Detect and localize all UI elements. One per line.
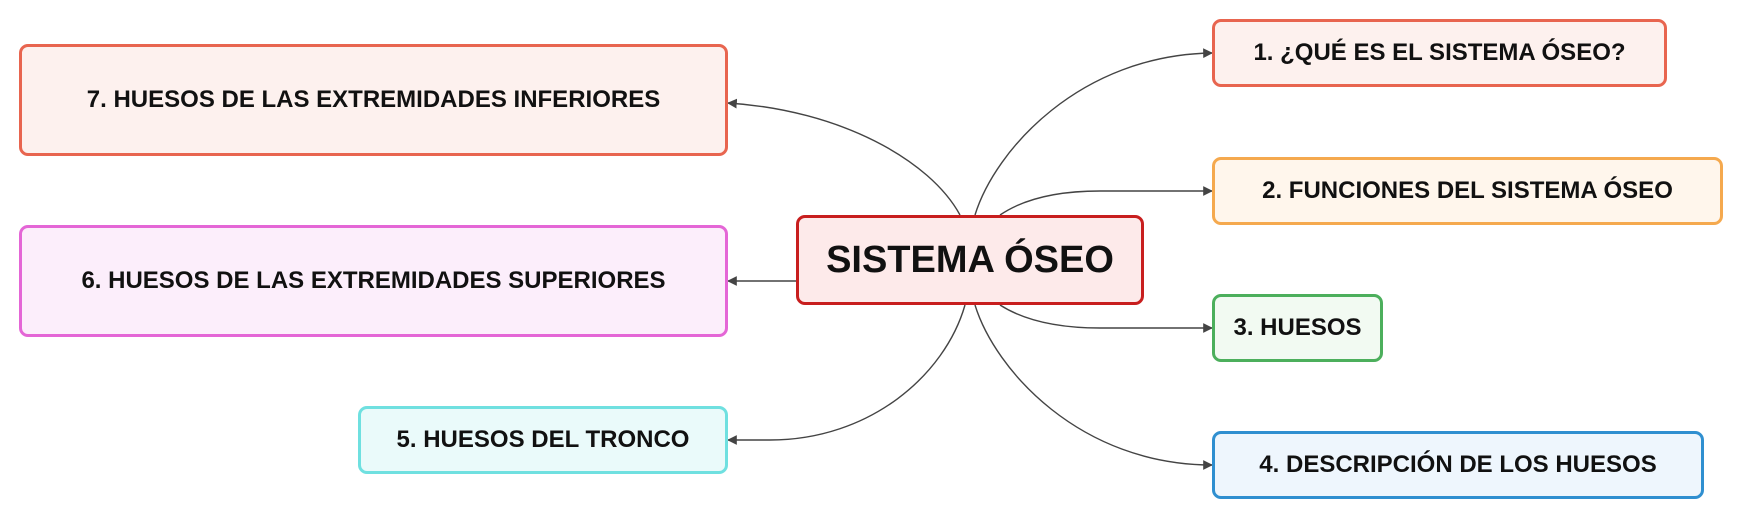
branch-label: 4. DESCRIPCIÓN DE LOS HUESOS	[1259, 451, 1657, 478]
branch-huesos-del-tronco[interactable]: 5. HUESOS DEL TRONCO	[358, 406, 728, 474]
branch-descripcion-de-los-huesos[interactable]: 4. DESCRIPCIÓN DE LOS HUESOS	[1212, 431, 1704, 499]
connector-to-node-2	[999, 186, 1213, 216]
branch-huesos-extremidades-inferiores[interactable]: 7. HUESOS DE LAS EXTREMIDADES INFERIORES	[19, 44, 728, 156]
branch-huesos-extremidades-superiores[interactable]: 6. HUESOS DE LAS EXTREMIDADES SUPERIORES	[19, 225, 728, 337]
branch-label: 2. FUNCIONES DEL SISTEMA ÓSEO	[1262, 177, 1673, 204]
branch-label: 5. HUESOS DEL TRONCO	[396, 426, 690, 453]
branch-que-es-el-sistema-oseo[interactable]: 1. ¿QUÉ ES EL SISTEMA ÓSEO?	[1212, 19, 1667, 87]
connector-to-node-3	[999, 304, 1213, 333]
connector-to-node-1	[974, 48, 1213, 216]
branch-label: 6. HUESOS DE LAS EXTREMIDADES SUPERIORES	[81, 267, 666, 294]
branch-huesos[interactable]: 3. HUESOS	[1212, 294, 1383, 362]
branch-label: 7. HUESOS DE LAS EXTREMIDADES INFERIORES	[86, 86, 661, 113]
branch-label: 3. HUESOS	[1233, 314, 1362, 341]
central-topic[interactable]: SISTEMA ÓSEO	[796, 215, 1144, 305]
central-topic-label: SISTEMA ÓSEO	[826, 238, 1114, 281]
connector-to-node-4	[974, 304, 1213, 470]
branch-label: 1. ¿QUÉ ES EL SISTEMA ÓSEO?	[1253, 39, 1626, 66]
branch-funciones-del-sistema-oseo[interactable]: 2. FUNCIONES DEL SISTEMA ÓSEO	[1212, 157, 1723, 225]
connector-to-node-7	[727, 98, 961, 216]
connector-to-node-5	[727, 304, 966, 445]
